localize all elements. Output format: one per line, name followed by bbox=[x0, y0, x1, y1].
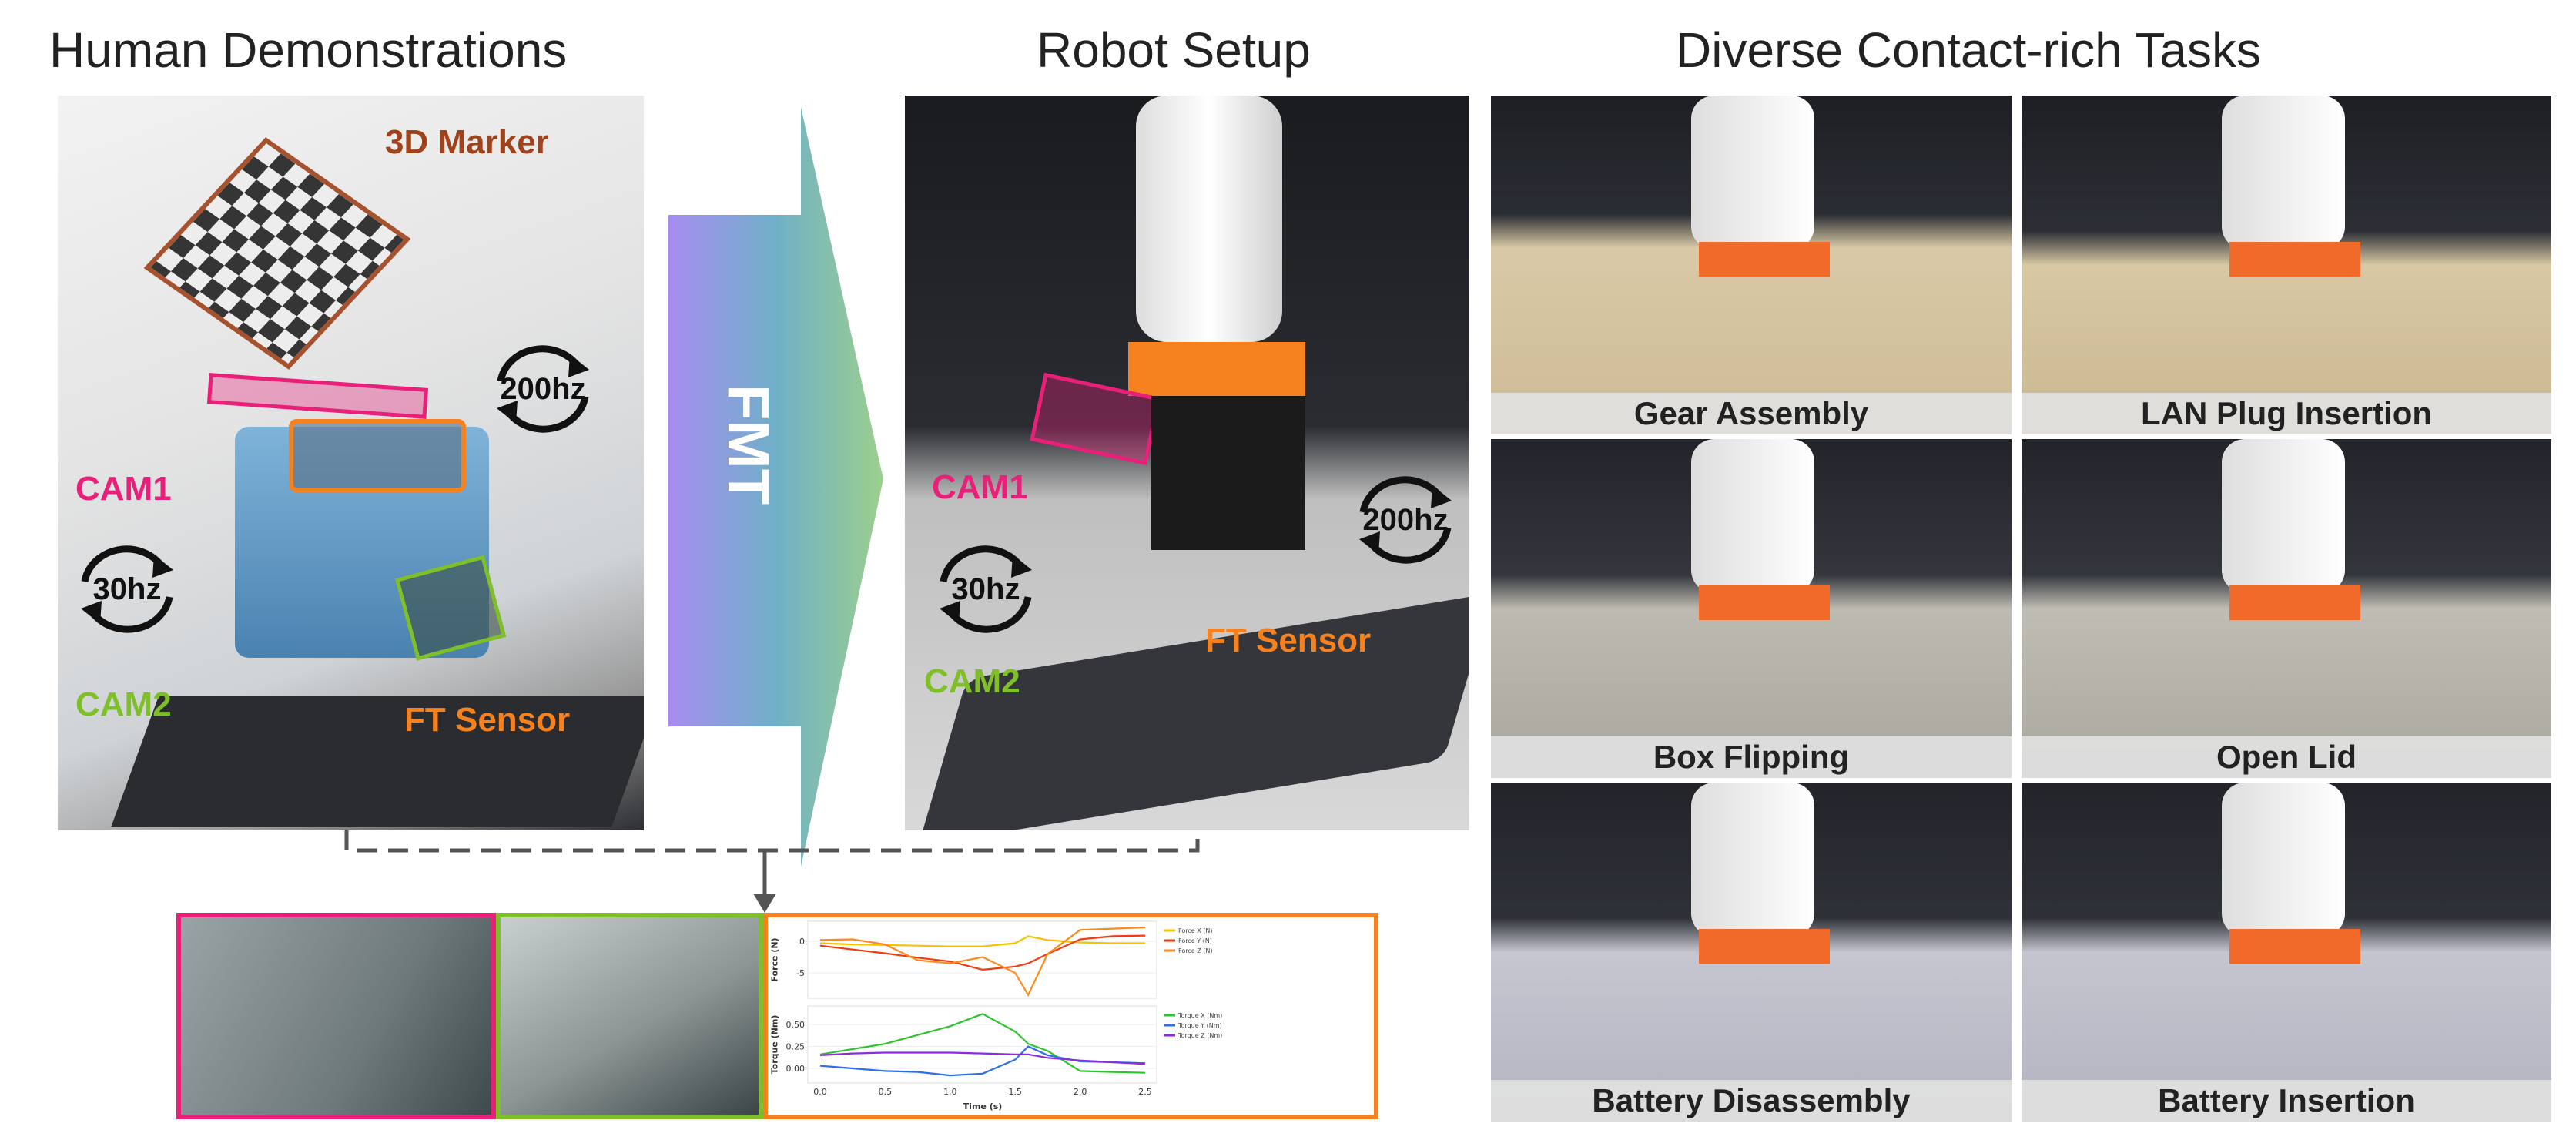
cycle-arrows-icon bbox=[1359, 476, 1452, 564]
task-cell-gear-assembly: Gear Assembly bbox=[1491, 96, 2012, 434]
task-caption: Box Flipping bbox=[1491, 736, 2012, 778]
y-tick-label: 0 bbox=[799, 937, 805, 947]
task-cell-battery-insertion: Battery Insertion bbox=[2022, 783, 2551, 1122]
orange-mount bbox=[2229, 929, 2360, 964]
robot-ft-sensor-label: FT Sensor bbox=[1205, 622, 1372, 659]
task-caption: Battery Insertion bbox=[2022, 1080, 2551, 1122]
cycle-arrows-icon bbox=[497, 345, 589, 433]
robot-cam-rate: 30hz bbox=[928, 539, 1043, 639]
task-cell-battery-disassembly: Battery Disassembly bbox=[1491, 783, 2012, 1122]
y-tick-label: 0.00 bbox=[786, 1064, 806, 1074]
robot-setup-title: Robot Setup bbox=[1037, 22, 1311, 78]
task-caption: LAN Plug Insertion bbox=[2022, 393, 2551, 434]
legend-label: Torque Y (Nm) bbox=[1177, 1022, 1222, 1029]
rate-text: 200hz bbox=[500, 371, 586, 406]
human-demonstrations-title: Human Demonstrations bbox=[49, 22, 568, 78]
cam1-view bbox=[176, 913, 496, 1119]
y-tick-label: 0.50 bbox=[786, 1020, 806, 1030]
task-caption: Battery Disassembly bbox=[1491, 1080, 2012, 1122]
task-cell-box-flipping: Box Flipping bbox=[1491, 439, 2012, 778]
robot-arm bbox=[2222, 783, 2345, 937]
ft-plot-panel: 0 -5 Force (N) Force X (N) Force Y (N) Force … bbox=[763, 913, 1378, 1119]
human-cam1-label: CAM1 bbox=[75, 470, 172, 508]
task-cell-lan-plug-insertion: LAN Plug Insertion bbox=[2022, 96, 2551, 434]
task-caption: Open Lid bbox=[2022, 736, 2551, 778]
ft-sensor-box bbox=[289, 419, 466, 492]
cycle-arrows-icon bbox=[940, 545, 1032, 633]
legend-label: Force Z (N) bbox=[1178, 947, 1212, 954]
task-caption: Gear Assembly bbox=[1491, 393, 2012, 434]
x-tick-label: 1.5 bbox=[1008, 1087, 1022, 1097]
cam1-box bbox=[206, 373, 429, 419]
orange-mount bbox=[1699, 929, 1830, 964]
y-tick-label: 0.25 bbox=[786, 1042, 806, 1052]
orange-mount bbox=[2229, 242, 2360, 277]
legend-label: Torque X (Nm) bbox=[1177, 1012, 1222, 1019]
robot-setup-photo bbox=[905, 96, 1469, 830]
human-ft-rate: 200hz bbox=[485, 339, 601, 439]
3d-marker-label: 3D Marker bbox=[385, 123, 549, 161]
robot-arm bbox=[2222, 96, 2345, 250]
orange-mount bbox=[1699, 242, 1830, 277]
human-demo-photo bbox=[58, 96, 644, 830]
human-cam2-label: CAM2 bbox=[75, 686, 172, 723]
robot-cam1-label: CAM1 bbox=[932, 468, 1028, 506]
fmt-label: FMT bbox=[715, 384, 781, 505]
series-line-0 bbox=[819, 1013, 1146, 1074]
series-line-1 bbox=[819, 934, 1146, 971]
legend-label: Force X (N) bbox=[1178, 927, 1212, 934]
x-tick-label: 0.0 bbox=[813, 1087, 827, 1097]
x-tick-label: 2.5 bbox=[1138, 1087, 1152, 1097]
cam2-view bbox=[496, 913, 763, 1119]
arrow-shape bbox=[668, 107, 883, 867]
series-line-2 bbox=[819, 926, 1146, 998]
plot-area bbox=[807, 1005, 1157, 1084]
y-tick-label: -5 bbox=[796, 968, 805, 978]
gripper bbox=[1151, 396, 1305, 550]
arrow-down-icon bbox=[753, 894, 776, 913]
ft-chart: 0 -5 Force (N) Force X (N) Force Y (N) Force … bbox=[770, 920, 1222, 1112]
aruco-cube bbox=[143, 137, 411, 370]
human-ft-sensor-label: FT Sensor bbox=[404, 701, 571, 739]
robot-arm bbox=[1691, 783, 1814, 937]
rate-text: 30hz bbox=[92, 572, 162, 606]
x-tick-label: 0.5 bbox=[879, 1087, 893, 1097]
robot-ft-rate: 200hz bbox=[1348, 470, 1463, 570]
y-axis-label: Torque (Nm) bbox=[770, 1015, 780, 1075]
robot-arm bbox=[1691, 96, 1814, 250]
orange-mount bbox=[2229, 585, 2360, 620]
robot-cam2-label: CAM2 bbox=[924, 662, 1020, 700]
orange-mount bbox=[1699, 585, 1830, 620]
human-cam-rate: 30hz bbox=[69, 539, 185, 639]
x-axis-label: Time (s) bbox=[963, 1101, 1003, 1112]
orange-mount bbox=[1128, 342, 1305, 396]
y-axis-label: Force (N) bbox=[770, 937, 780, 981]
x-tick-label: 2.0 bbox=[1074, 1087, 1087, 1097]
robot-arm bbox=[1136, 96, 1282, 342]
plot-area bbox=[807, 920, 1157, 999]
rate-text: 200hz bbox=[1362, 502, 1449, 537]
series-line-0 bbox=[819, 935, 1145, 947]
legend-label: Torque Z (Nm) bbox=[1177, 1032, 1222, 1039]
robot-arm bbox=[1691, 439, 1814, 593]
robot-arm bbox=[2222, 439, 2345, 593]
x-tick-label: 1.0 bbox=[943, 1087, 957, 1097]
cycle-arrows-icon bbox=[81, 545, 173, 633]
tasks-title: Diverse Contact-rich Tasks bbox=[1676, 22, 2261, 78]
legend-label: Force Y (N) bbox=[1178, 937, 1212, 944]
fmt-transfer-arrow: FMT bbox=[668, 107, 883, 867]
rate-text: 30hz bbox=[951, 572, 1020, 606]
series-line-2 bbox=[819, 1051, 1146, 1065]
task-cell-open-lid: Open Lid bbox=[2022, 439, 2551, 778]
